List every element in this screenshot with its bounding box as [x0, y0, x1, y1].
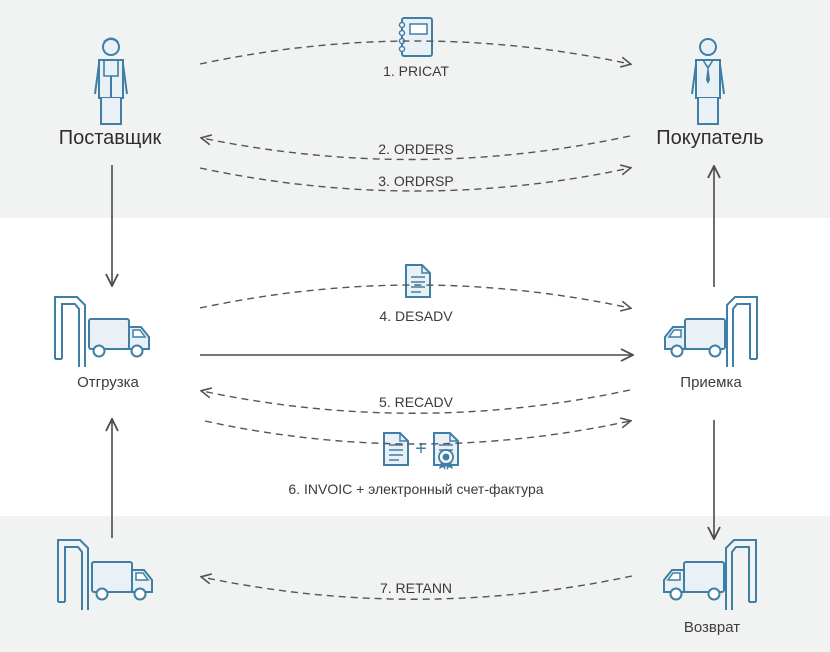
truck-gate-icon — [57, 539, 153, 611]
shipment-label: Отгрузка — [77, 374, 139, 391]
arrow-desadv — [199, 284, 630, 308]
message-pricat: 1. PRICAT — [383, 63, 449, 79]
document-icon — [405, 264, 431, 298]
receiving-label: Приемка — [680, 374, 742, 391]
document-plus-certificate-icon: + — [383, 432, 459, 470]
truck-gate-icon — [664, 296, 758, 368]
truck-gate-icon — [663, 539, 757, 611]
truck-gate-icon — [54, 296, 150, 368]
return-label: Возврат — [683, 619, 741, 636]
arrow-retann — [202, 576, 633, 600]
message-invoic: 6. INVOIC + электронный счет-фактура — [288, 481, 544, 497]
message-orders: 2. ORDERS — [378, 141, 454, 157]
arrow-ordrsp — [199, 168, 630, 192]
message-recadv: 5. RECADV — [379, 394, 453, 410]
svg-text:+: + — [415, 438, 427, 460]
message-desadv: 4. DESADV — [379, 308, 453, 324]
buyer-label: Покупатель — [656, 127, 764, 149]
businessman-person-icon — [691, 38, 725, 125]
notebook-icon — [398, 17, 433, 57]
message-retann: 7. RETANN — [379, 580, 453, 596]
arrow-pricat — [199, 40, 630, 64]
supplier-label: Поставщик — [58, 127, 162, 149]
message-ordrsp: 3. ORDRSP — [378, 173, 454, 189]
arrow-recadv — [202, 390, 631, 414]
worker-person-icon — [94, 37, 128, 125]
arrow-orders — [202, 136, 631, 161]
